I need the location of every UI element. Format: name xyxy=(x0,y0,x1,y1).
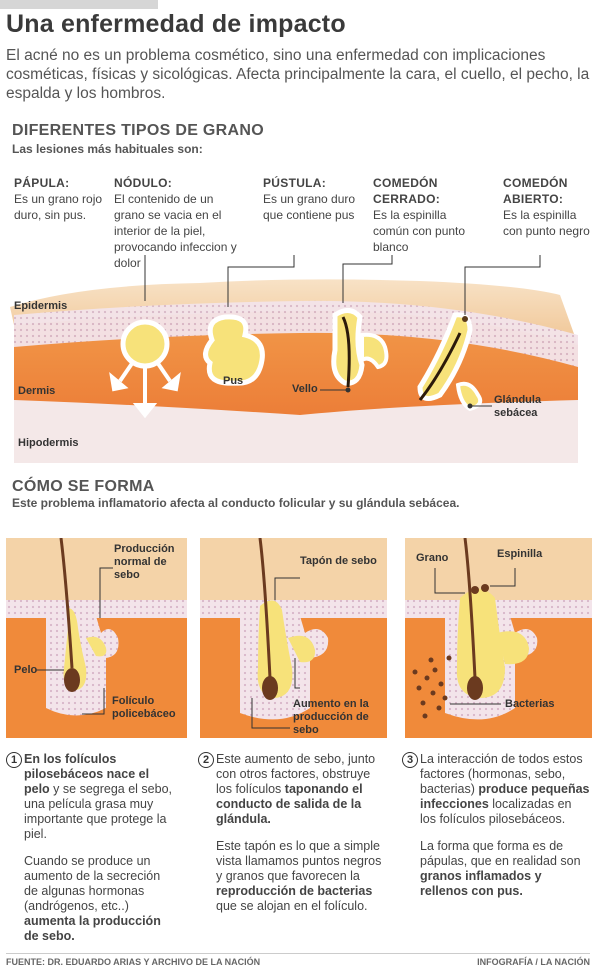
pustula-shape xyxy=(203,314,265,386)
label-espinilla: Espinilla xyxy=(497,548,543,560)
formation-panel-2 xyxy=(200,538,387,738)
step-text: Cuando se produce un aumento de la secre… xyxy=(24,854,161,913)
intro-text: El acné no es un problema cosmético, sin… xyxy=(6,47,590,102)
footer-credit: INFOGRAFÍA / LA NACIÓN xyxy=(477,957,590,967)
footer-divider xyxy=(6,953,590,954)
step-text: Este tapón es lo que a simple vista llam… xyxy=(216,839,382,883)
type-comedon-abierto: COMEDÓN ABIERTO:Es la espinilla con punt… xyxy=(503,175,593,239)
step-number: 3 xyxy=(402,752,418,768)
step-number: 2 xyxy=(198,752,214,768)
types-section-subtitle: Las lesiones más habituales son: xyxy=(12,142,203,156)
type-desc: Es la espinilla común con punto blanco xyxy=(373,208,466,254)
label-grano: Grano xyxy=(416,552,449,564)
label-glandula: Glándula sebácea xyxy=(494,394,542,419)
step-2: 2 Este aumento de sebo, junto con otros … xyxy=(198,752,386,926)
step-text-bold: taponando el conducto de salida de la gl… xyxy=(216,782,363,826)
step-3: 3 La interacción de todos estos factores… xyxy=(402,752,590,911)
epidermis-layer xyxy=(10,279,578,345)
type-name: PÚSTULA: xyxy=(263,176,327,190)
type-desc: Es un grano duro que contiene pus xyxy=(263,192,356,222)
type-nodulo: NÓDULO: El contenido de un grano se vacia… xyxy=(114,175,244,271)
skin-cross-section-diagram xyxy=(10,255,578,463)
step-number: 1 xyxy=(6,752,22,768)
type-name: PÁPULA: xyxy=(14,176,70,190)
formation-panel-3 xyxy=(405,538,592,738)
step-text: y se segrega el sebo, una película grasa… xyxy=(24,782,172,841)
label-epidermis: Epidermis xyxy=(14,300,68,312)
type-name: COMEDÓN CERRADO: xyxy=(373,176,441,206)
type-desc: Es la espinilla con punto negro xyxy=(503,208,590,238)
step-text-bold: En los folículos pilosebáceos nace el pe… xyxy=(24,752,150,796)
type-pustula: PÚSTULA: Es un grano duro que contiene pu… xyxy=(263,175,363,223)
label-dermis: Dermis xyxy=(18,385,56,397)
step-text: La interacción de todos estos factores (… xyxy=(420,752,583,796)
types-section-title: DIFERENTES TIPOS DE GRANO xyxy=(12,122,264,139)
page-title: Una enfermedad de impacto xyxy=(6,10,346,38)
how-section-title: CÓMO SE FORMA xyxy=(12,478,155,495)
step-text-bold: granos inflamados y rellenos con pus. xyxy=(420,869,542,898)
label-hipodermis: Hipodermis xyxy=(18,437,79,449)
label-produccion-sebo: Producción normal de sebo xyxy=(114,543,175,581)
type-desc: Es un grano rojo duro, sin pus. xyxy=(14,192,103,222)
step-text-bold: reproducción de bacterias xyxy=(216,884,373,898)
type-name: COMEDÓN ABIERTO: xyxy=(503,176,568,206)
type-desc: El contenido de un grano se vacia en el … xyxy=(114,192,237,270)
label-foliculo: Folículo policebáceo xyxy=(112,695,176,720)
type-name: NÓDULO: xyxy=(114,176,173,190)
label-aumento-sebo: Aumento en la producción de sebo xyxy=(293,698,369,736)
footer-source: FUENTE: DR. EDUARDO ARIAS Y ARCHIVO DE L… xyxy=(6,957,261,967)
step-text-bold: produce pequeñas infecciones xyxy=(420,782,590,811)
step-text: que se alojan en el folículo. xyxy=(216,899,368,913)
label-tapon-sebo: Tapón de sebo xyxy=(300,555,377,567)
label-pus: Pus xyxy=(223,375,244,387)
step-1: 1 En los folículos pilosebáceos nace el … xyxy=(6,752,174,956)
how-section-subtitle: Este problema inflamatorio afecta al con… xyxy=(12,496,460,510)
step-text: La forma que forma es de pápulas, que en… xyxy=(420,839,581,868)
formation-panel-1 xyxy=(6,538,187,738)
step-text: localizadas en los folículos pilosebáceo… xyxy=(420,797,572,826)
nodulo-shape xyxy=(120,319,170,369)
label-pelo: Pelo xyxy=(14,664,38,676)
top-accent-bar xyxy=(0,0,158,9)
step-text-bold: aumenta la producción de sebo. xyxy=(24,914,161,943)
step-text: Este aumento de sebo, junto con otros fa… xyxy=(216,752,376,796)
type-papula: PÁPULA: Es un grano rojo duro, sin pus. xyxy=(14,175,104,223)
label-bacterias: Bacterias xyxy=(505,698,555,710)
type-comedon-cerrado: COMEDÓN CERRADO:Es la espinilla común co… xyxy=(373,175,473,255)
label-vello: Vello xyxy=(292,383,318,395)
